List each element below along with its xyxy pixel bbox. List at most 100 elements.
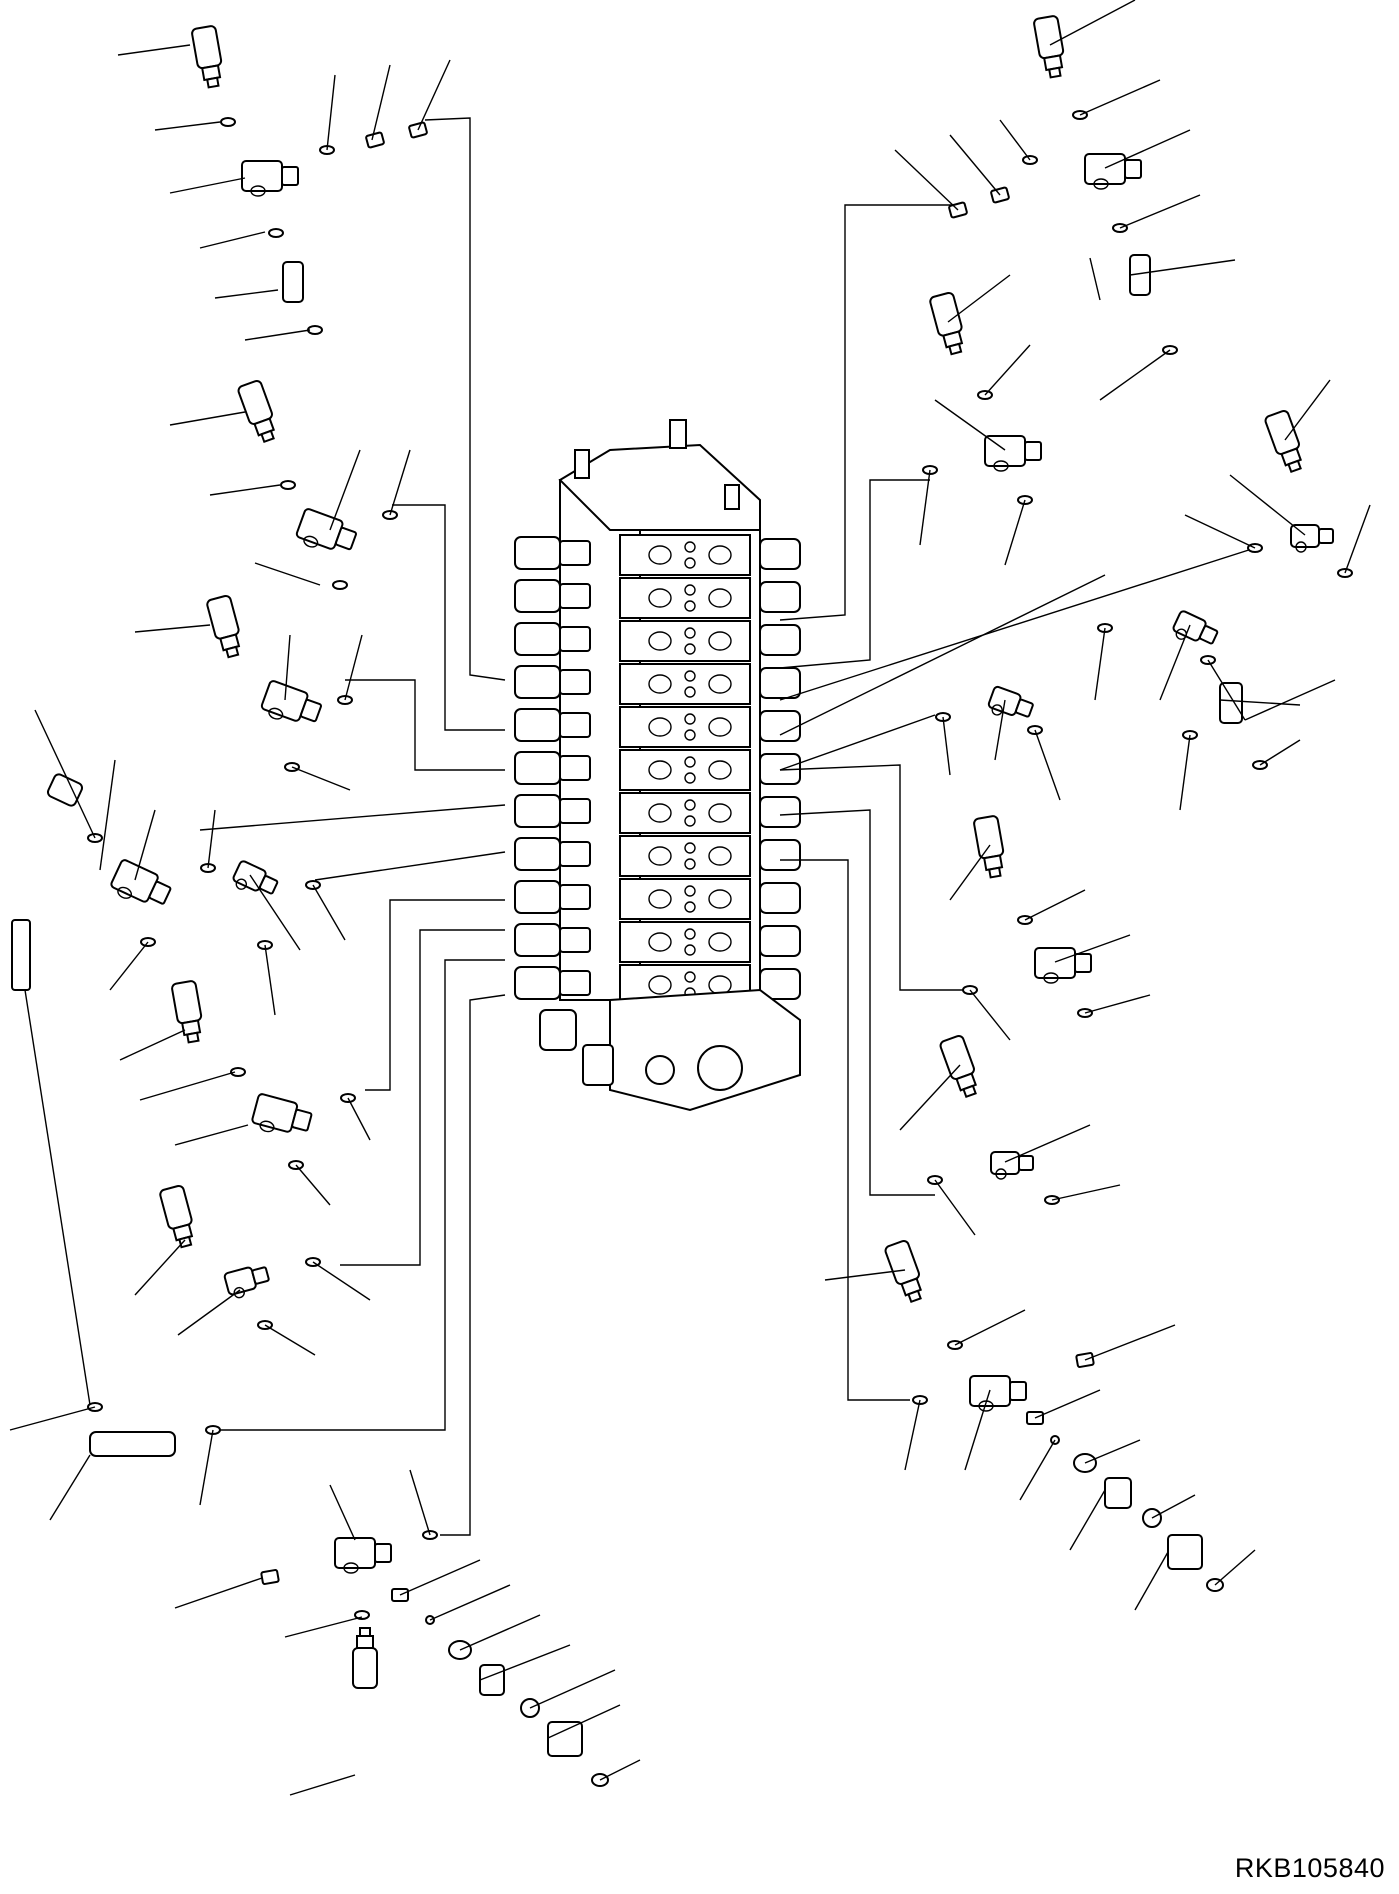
control-valve-body: [514, 419, 801, 1112]
sensor-body: [352, 1647, 378, 1689]
flexible-hose: [11, 773, 84, 991]
leader-line: [169, 177, 246, 194]
port-hole: [648, 545, 672, 565]
tee-branch: [1024, 441, 1042, 461]
leader-line: [947, 274, 1011, 323]
port-hole: [684, 772, 696, 784]
pressure-sensor: [939, 1034, 978, 1099]
adapter: [1219, 682, 1243, 724]
spool-cap-left: [514, 708, 561, 742]
elbow-port: [995, 1168, 1007, 1180]
leader-line: [169, 411, 246, 426]
leader-line: [894, 149, 959, 211]
leader-line: [154, 121, 221, 131]
leader-line: [1119, 194, 1201, 229]
pressure-sensor: [884, 1239, 923, 1304]
sensor-thread: [206, 76, 220, 89]
port-hole: [684, 815, 696, 827]
port-hole: [684, 600, 696, 612]
tee-branch: [148, 880, 172, 905]
o-ring: [268, 228, 284, 238]
leader-line: [1344, 504, 1371, 574]
cap-nut: [547, 1721, 583, 1757]
tee-port: [268, 707, 284, 720]
sensor-thread: [988, 866, 1002, 879]
tee-branch: [1074, 953, 1092, 973]
tee-branch: [1124, 159, 1142, 179]
sensor-thread: [1287, 459, 1302, 474]
tee-port: [1093, 178, 1109, 190]
leader-line: [1054, 934, 1131, 963]
spool-cap-left-neck: [559, 841, 591, 867]
tee-port: [117, 886, 132, 899]
pressure-sensor: [929, 291, 964, 356]
spool-cap-right: [759, 925, 801, 957]
leader-line: [964, 1389, 991, 1471]
spool-cap-left: [514, 837, 561, 871]
spool-cap-left: [514, 880, 561, 914]
leader-line: [1244, 679, 1336, 721]
valve-section: [619, 663, 751, 705]
port-hole: [648, 674, 672, 694]
pressure-sensor: [973, 815, 1005, 879]
port-hole: [684, 686, 696, 698]
port-hole: [648, 889, 672, 909]
port-hole: [684, 557, 696, 569]
leader-line: [1024, 889, 1086, 921]
leader-line: [284, 1616, 363, 1638]
leader-line: [289, 1774, 356, 1796]
elbow-nut: [1198, 625, 1219, 645]
tee-port: [250, 185, 266, 197]
plug-body: [365, 131, 385, 149]
port-hole: [684, 643, 696, 655]
leader-line: [994, 699, 1006, 761]
elbow-nut: [251, 1266, 270, 1285]
port-hole: [684, 901, 696, 913]
valve-section: [619, 620, 751, 662]
tee-fitting: [241, 160, 299, 197]
leader-line: [1104, 129, 1191, 169]
spool-cap-right: [759, 538, 801, 570]
sensor-thread: [962, 1084, 977, 1099]
leader-line: [1084, 1324, 1176, 1361]
tee-fitting: [260, 680, 323, 723]
sensor-thread: [907, 1289, 922, 1304]
leader-line: [134, 624, 211, 633]
tee-branch: [1009, 1381, 1027, 1401]
spool-cap-left-neck: [559, 884, 591, 910]
port-hole: [684, 842, 696, 854]
leader-line: [371, 64, 391, 141]
leader-line: [1004, 499, 1026, 566]
tee-body: [251, 1093, 299, 1133]
leader-line: [599, 1759, 641, 1781]
port-hole: [684, 729, 696, 741]
spool-cap-left: [514, 966, 561, 1000]
elbow-nut: [1318, 528, 1334, 544]
leader-line: [949, 134, 1001, 196]
plug-body: [260, 1569, 280, 1585]
port-hole: [648, 588, 672, 608]
leader-line: [344, 634, 363, 701]
leader-line: [919, 469, 931, 546]
port-hole: [708, 803, 732, 823]
spool-cap-right: [759, 839, 801, 871]
leader-line: [1229, 474, 1306, 536]
leader-line: [34, 709, 96, 839]
port-hole: [708, 846, 732, 866]
spool-cap-left: [514, 665, 561, 699]
port-hole: [708, 588, 732, 608]
leader-line: [99, 759, 116, 871]
leader-line: [264, 1324, 316, 1356]
leader-line: [312, 884, 346, 941]
leader-line: [119, 1029, 186, 1061]
valve-section: [619, 878, 751, 920]
pressure-sensor: [206, 594, 241, 659]
port-hole: [708, 889, 732, 909]
spool-cap-left: [514, 579, 561, 613]
leader-line: [1219, 699, 1301, 706]
valve-section: [619, 921, 751, 963]
leader-line: [347, 1097, 371, 1141]
port-hole: [684, 971, 696, 983]
port-hole: [684, 627, 696, 639]
